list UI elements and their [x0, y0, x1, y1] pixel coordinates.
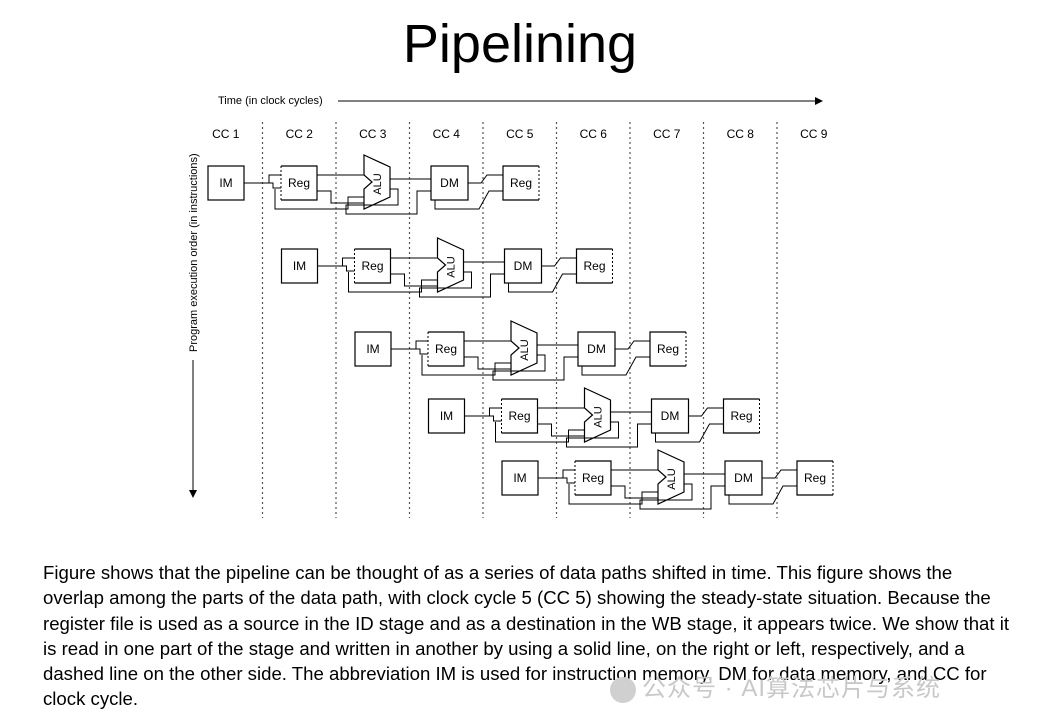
- reg-read-box: [501, 398, 539, 434]
- dm-label: DM: [587, 342, 606, 356]
- wire: [464, 415, 502, 422]
- cycle-label: CC 1: [212, 127, 240, 141]
- wire: [568, 484, 658, 505]
- reg-write-box: [722, 398, 760, 434]
- dm-label: DM: [514, 259, 533, 273]
- im-label: IM: [440, 409, 453, 423]
- dm-label: DM: [661, 409, 680, 423]
- wire: [274, 189, 364, 210]
- reg-read-label: Reg: [288, 176, 310, 190]
- dm-label: DM: [440, 176, 459, 190]
- wire: [762, 469, 797, 479]
- wire: [421, 355, 511, 376]
- watermark: 公众号 · AI算法芯片与系统: [610, 668, 941, 703]
- cycle-label: CC 8: [727, 127, 755, 141]
- pipeline-diagram: Time (in clock cycles) Program execution…: [188, 95, 834, 518]
- reg-read-box: [281, 165, 318, 201]
- wire: [348, 272, 438, 293]
- cycle-label: CC 6: [580, 127, 608, 141]
- watermark-text: 公众号 · AI算法芯片与系统: [642, 675, 942, 702]
- instruction-row: IM Reg ALU DM Reg: [501, 449, 834, 510]
- reg-write-box: [649, 331, 686, 367]
- wire: [541, 257, 577, 267]
- reg-write-label: Reg: [730, 409, 752, 423]
- wire: [508, 273, 577, 293]
- dm-box: [724, 460, 763, 496]
- wechat-icon: [610, 676, 636, 703]
- wire: [244, 182, 281, 189]
- page-title: Pipelining: [402, 14, 638, 74]
- im-label: IM: [366, 342, 379, 356]
- dm-box: [650, 398, 690, 434]
- instruction-row: IM Reg ALU DM Reg: [354, 320, 687, 381]
- im-label: IM: [513, 471, 526, 485]
- dm-box: [577, 331, 616, 367]
- reg-read-box: [428, 331, 465, 367]
- cycle-label: CC 9: [800, 127, 828, 141]
- reg-read-label: Reg: [435, 342, 457, 356]
- wire: [639, 483, 725, 510]
- wire: [566, 421, 652, 448]
- alu-shape: [363, 154, 391, 210]
- alu-label: ALU: [593, 406, 605, 427]
- alu-label: ALU: [372, 173, 384, 194]
- dm-label: DM: [734, 471, 753, 485]
- cycle-label: CC 7: [653, 127, 681, 141]
- alu-label: ALU: [446, 256, 458, 277]
- wire: [728, 485, 797, 505]
- dm-box: [430, 165, 469, 201]
- im-box: [354, 331, 392, 367]
- wire: [538, 477, 575, 484]
- instruction-row: IM Reg ALU DM Reg: [280, 237, 613, 298]
- reg-write-box: [502, 165, 539, 201]
- figure-caption: Figure shows that the pipeline can be th…: [43, 562, 1010, 710]
- reg-write-box: [796, 460, 833, 496]
- alu-shape: [583, 387, 612, 443]
- cycle-label: CC 5: [506, 127, 534, 141]
- wire: [581, 356, 650, 376]
- reg-read-label: Reg: [582, 471, 604, 485]
- alu-shape: [510, 320, 538, 376]
- wire: [345, 188, 431, 215]
- wire: [391, 348, 428, 355]
- alu-label: ALU: [519, 339, 531, 360]
- wire: [688, 407, 724, 417]
- reg-write-label: Reg: [510, 176, 532, 190]
- wire: [419, 271, 505, 298]
- instruction-row: IM Reg ALU DM Reg: [207, 154, 540, 215]
- order-axis-label: Program execution order (in instructions…: [188, 153, 200, 352]
- reg-write-label: Reg: [657, 342, 679, 356]
- wire: [495, 422, 585, 443]
- reg-write-label: Reg: [804, 471, 826, 485]
- alu-shape: [436, 237, 465, 293]
- reg-read-label: Reg: [508, 409, 530, 423]
- wire: [615, 340, 650, 350]
- cycle-label: CC 2: [286, 127, 314, 141]
- wire: [317, 265, 355, 272]
- dm-box: [503, 248, 543, 284]
- time-axis-label: Time (in clock cycles): [218, 95, 323, 107]
- cycle-dividers: [261, 122, 778, 518]
- reg-write-label: Reg: [583, 259, 605, 273]
- wire: [655, 423, 724, 443]
- im-box: [427, 398, 466, 434]
- im-label: IM: [219, 176, 232, 190]
- instruction-row: IM Reg ALU DM Reg: [427, 387, 760, 448]
- reg-read-box: [354, 248, 392, 284]
- wire: [468, 174, 503, 184]
- im-label: IM: [293, 259, 306, 273]
- alu-label: ALU: [666, 468, 678, 489]
- cycle-label: CC 3: [359, 127, 387, 141]
- im-box: [280, 248, 319, 284]
- cycle-label: CC 4: [433, 127, 461, 141]
- wire: [492, 354, 578, 381]
- reg-read-box: [575, 460, 612, 496]
- reg-write-box: [575, 248, 613, 284]
- reg-read-label: Reg: [361, 259, 383, 273]
- alu-shape: [657, 449, 685, 505]
- wire: [434, 190, 503, 210]
- cycle-labels: CC 1 CC 2 CC 3 CC 4 CC 5 CC 6 CC 7 CC 8 CC 9: [212, 127, 828, 141]
